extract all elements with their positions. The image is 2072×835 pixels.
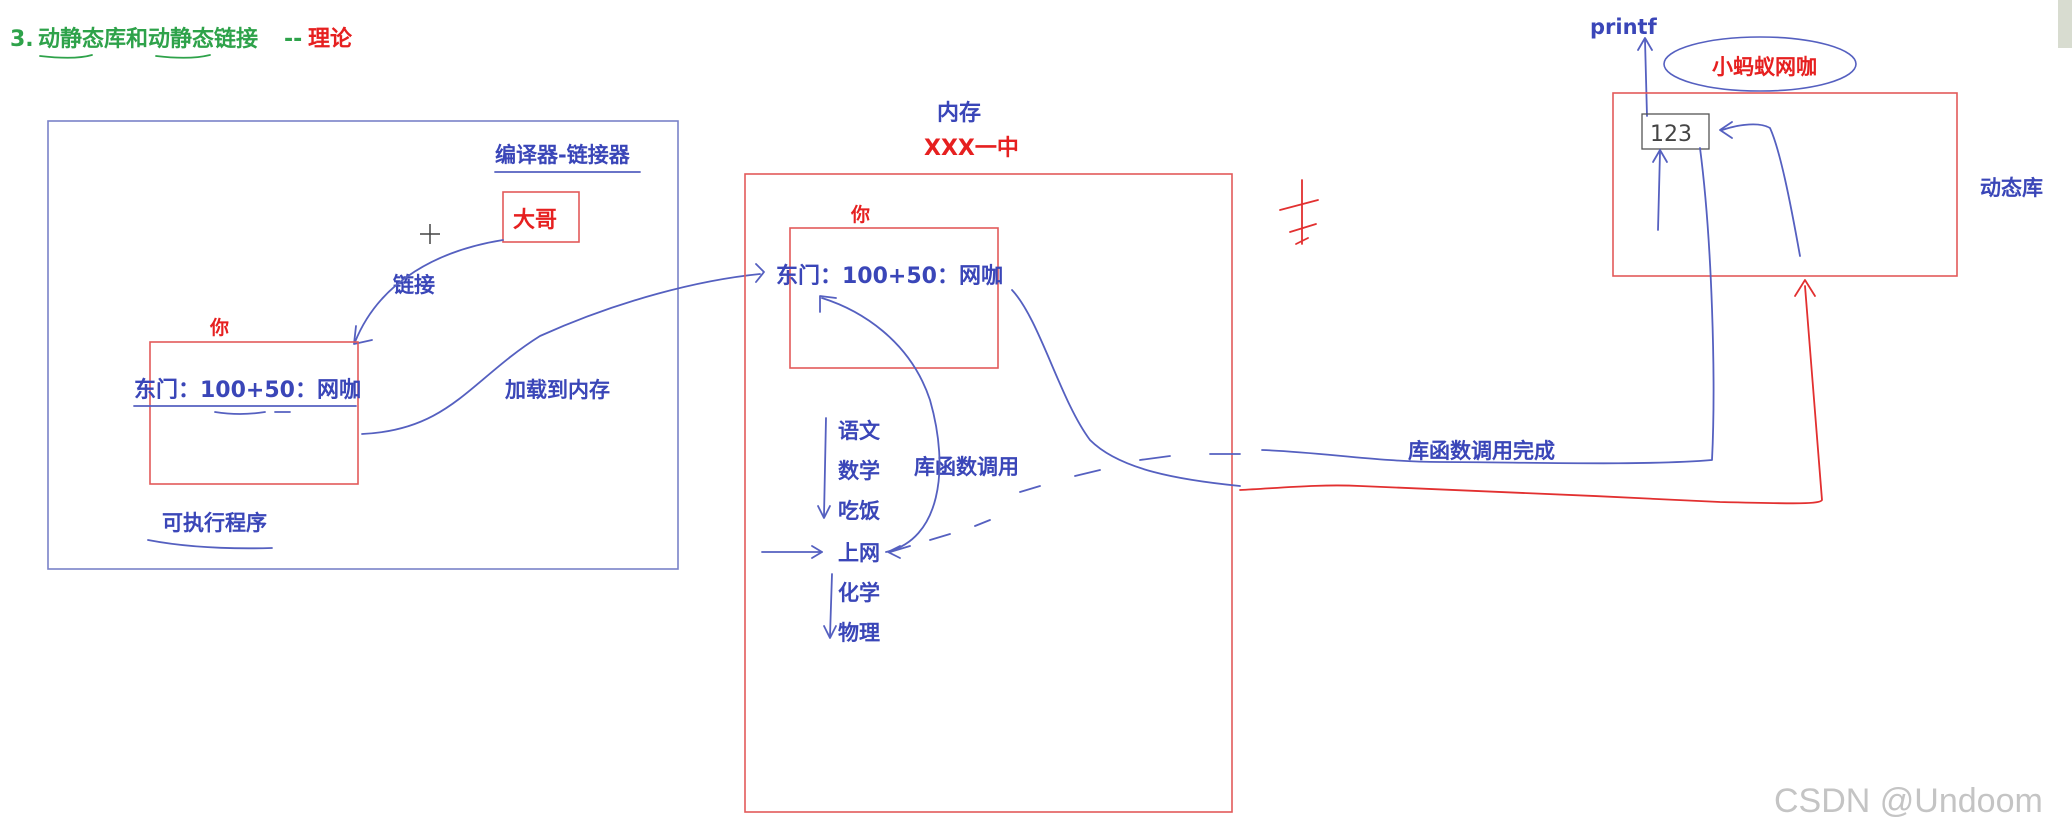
link-label: 链接 <box>393 273 435 297</box>
load-to-memory-label: 加载到内存 <box>504 378 610 402</box>
cafe-label: 小蚂蚁网咖 <box>1712 55 1817 79</box>
outgoing-call-curve <box>1011 289 1241 487</box>
east-gate-text-left: 东门：100+50：网咖 <box>134 377 361 403</box>
library-done-line <box>1261 147 1715 465</box>
up-to-number-arrow <box>1657 151 1661 231</box>
number-label: 123 <box>1650 122 1692 147</box>
memory-label: 内存 <box>937 100 981 126</box>
you-box-memory <box>789 227 999 369</box>
left-panel-frame <box>47 120 679 570</box>
heading-number: 3. <box>10 27 34 52</box>
into-number-arrow <box>1721 123 1801 257</box>
link-arrowhead <box>353 325 373 345</box>
library-call-loop <box>821 297 941 553</box>
up-to-number-arrowhead <box>1652 149 1668 163</box>
library-call-label: 库函数调用 <box>914 455 1019 479</box>
dynamic-library-frame <box>1612 92 1958 277</box>
executable-underline <box>147 539 273 550</box>
schedule-arrowhead-bottom <box>823 625 837 639</box>
load-arrowhead <box>755 263 765 283</box>
school-label: XXX一中 <box>924 136 1019 161</box>
you-label-memory: 你 <box>850 203 870 226</box>
schedule-item-internet: 上网 <box>838 541 880 565</box>
edge-decoration <box>2058 0 2072 48</box>
schedule-item-chemistry: 化学 <box>838 581 880 605</box>
schedule-arrowhead-top <box>817 505 831 519</box>
east-gate-text-memory: 东门：100+50：网咖 <box>776 263 1003 289</box>
heading: 3. 动静态库和动静态链接 -- 理论 <box>10 26 353 59</box>
memory-frame <box>744 173 1233 813</box>
into-number-arrowhead <box>1719 121 1733 139</box>
printf-label: printf <box>1590 15 1658 39</box>
library-done-label: 库函数调用完成 <box>1408 439 1555 463</box>
cafe-circle <box>1663 36 1857 92</box>
red-scribble-icon <box>1279 179 1319 245</box>
number-box <box>1641 113 1710 150</box>
heading-title: 动静态库和动静态链接 <box>38 26 258 52</box>
right-panel: printf 小蚂蚁网咖 123 动态库 库函数调用完成 <box>1239 15 2043 505</box>
executable-label: 可执行程序 <box>162 511 267 535</box>
big-brother-label: 大哥 <box>513 208 557 233</box>
memory-panel: 内存 XXX一中 你 东门：100+50：网咖 语文 数学 吃饭 上网 化学 物… <box>744 100 1241 813</box>
library-call-loop-arrowhead <box>819 295 837 313</box>
heading-theory: 理论 <box>308 26 353 52</box>
load-library-red-line <box>1239 285 1823 505</box>
dynamic-library-label: 动态库 <box>1980 176 2043 200</box>
watermark: CSDN @Undoom <box>1774 782 2043 820</box>
heading-underline-1 <box>39 54 93 59</box>
load-arrow <box>361 273 761 435</box>
printf-arrowhead <box>1637 37 1653 51</box>
link-arrow <box>354 239 504 343</box>
heading-dashes: -- <box>284 27 302 52</box>
schedule-item-meal: 吃饭 <box>838 499 880 523</box>
schedule-arrow-bottom <box>829 573 833 637</box>
schedule-item-math: 数学 <box>838 459 880 483</box>
compiler-linker-label: 编译器-链接器 <box>495 143 631 167</box>
return-dashed-line <box>889 453 1241 553</box>
schedule-item-chinese: 语文 <box>838 419 881 443</box>
schedule-arrow-top <box>823 417 827 517</box>
left-panel: 编译器-链接器 大哥 链接 你 东门：100+50：网咖 加载到内存 可执行程序 <box>47 120 765 570</box>
return-dashed-arrowhead <box>887 545 901 559</box>
load-library-red-arrowhead <box>1794 279 1816 297</box>
printf-arrow <box>1644 39 1648 117</box>
you-label-left: 你 <box>209 316 229 339</box>
crosshair-cursor-icon <box>420 224 440 244</box>
schedule-item-physics: 物理 <box>838 621 880 645</box>
big-brother-box <box>502 191 580 243</box>
east-gate-squiggle <box>214 411 291 415</box>
enter-internet-arrowhead <box>811 545 823 559</box>
you-box-left <box>149 341 359 485</box>
heading-underline-2 <box>155 54 211 59</box>
